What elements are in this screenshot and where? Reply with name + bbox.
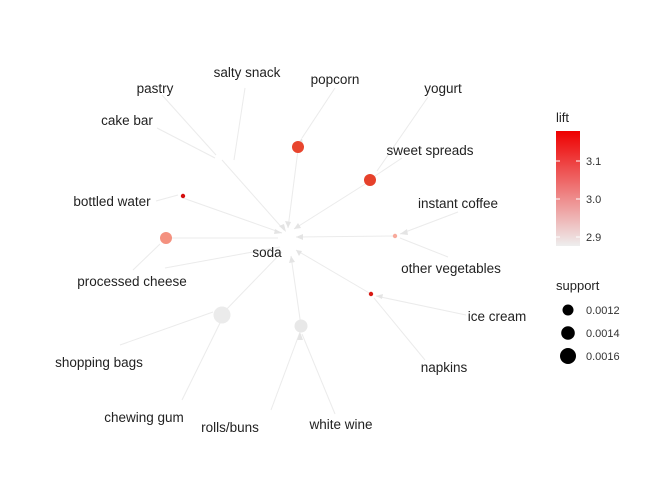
support-tick-label: 0.0012: [586, 305, 620, 317]
edges: [119, 87, 467, 415]
item-label: instant coffee: [418, 196, 498, 211]
rule-node-ice-cream[interactable]: [368, 291, 374, 297]
support-tick-label: 0.0016: [586, 351, 620, 363]
item-labels: salty snack popcorn yogurt pastry cake b…: [55, 65, 526, 435]
edge: [132, 243, 161, 271]
edge: [182, 197, 283, 234]
item-label: cake bar: [101, 113, 153, 128]
arrowhead: [297, 332, 303, 340]
support-key-small: [562, 304, 574, 316]
edge: [293, 180, 371, 230]
edge: [373, 297, 426, 361]
rule-node-other-vegetables[interactable]: [392, 233, 398, 239]
item-label: salty snack: [214, 65, 281, 80]
item-label: bottled water: [73, 194, 151, 209]
edge: [376, 96, 429, 172]
arrowhead: [274, 229, 282, 234]
item-label: napkins: [421, 360, 468, 375]
edge: [233, 87, 246, 161]
lift-legend-title: lift: [556, 110, 569, 125]
edge: [301, 333, 336, 415]
item-label: processed cheese: [77, 274, 187, 289]
lift-color-bar: [556, 131, 580, 246]
lift-tick-label: 3.1: [586, 156, 601, 168]
edge: [375, 295, 467, 316]
edge: [399, 211, 459, 235]
rule-node-rolls-buns[interactable]: [213, 306, 231, 324]
arrowhead: [289, 256, 295, 263]
edge: [270, 331, 301, 411]
lift-legend: lift 3.1 3.0 2.9: [556, 110, 601, 246]
arrowheads: [274, 138, 408, 340]
rule-nodes: [160, 141, 398, 333]
arrowhead: [294, 223, 301, 229]
lift-tick-label: 2.9: [586, 232, 601, 244]
edge: [290, 255, 302, 327]
item-label: ice cream: [468, 309, 527, 324]
support-key-large: [560, 348, 576, 364]
edge: [155, 194, 179, 202]
item-label: pastry: [137, 81, 174, 96]
edge: [161, 94, 217, 156]
edge: [301, 87, 336, 139]
item-label: popcorn: [311, 72, 360, 87]
rule-node-bottled-water[interactable]: [180, 193, 186, 199]
arrowhead: [285, 221, 291, 228]
edge: [119, 311, 214, 346]
edge: [164, 246, 281, 269]
support-legend-title: support: [556, 278, 600, 293]
edge: [181, 322, 221, 401]
edge: [295, 235, 396, 238]
item-label: yogurt: [424, 81, 462, 96]
rule-node-white-wine[interactable]: [294, 319, 308, 333]
item-label: shopping bags: [55, 355, 143, 370]
rule-node-sweet-spreads[interactable]: [364, 174, 376, 186]
center-item-label: soda: [252, 245, 282, 260]
edge: [221, 251, 283, 315]
support-legend: support 0.0012 0.0014 0.0016: [556, 278, 620, 364]
edge: [399, 237, 449, 258]
rule-node-processed-cheese[interactable]: [160, 232, 172, 244]
item-label: sweet spreads: [386, 143, 473, 158]
arrowhead: [296, 250, 302, 256]
edge: [156, 127, 216, 159]
arrowhead: [400, 229, 408, 235]
item-label: chewing gum: [104, 410, 184, 425]
edge: [374, 157, 403, 177]
edge: [287, 149, 299, 229]
item-label: rolls/buns: [201, 420, 259, 435]
lift-tick-label: 3.0: [586, 194, 601, 206]
rule-node-popcorn[interactable]: [292, 141, 304, 153]
edge: [295, 249, 372, 295]
edge: [221, 159, 285, 231]
item-label: other vegetables: [401, 261, 501, 276]
item-label: white wine: [308, 417, 372, 432]
support-tick-label: 0.0014: [586, 328, 620, 340]
arrowhead: [296, 234, 303, 240]
arrowhead: [376, 294, 383, 299]
arrowhead: [279, 224, 286, 232]
support-key-medium: [561, 326, 575, 340]
